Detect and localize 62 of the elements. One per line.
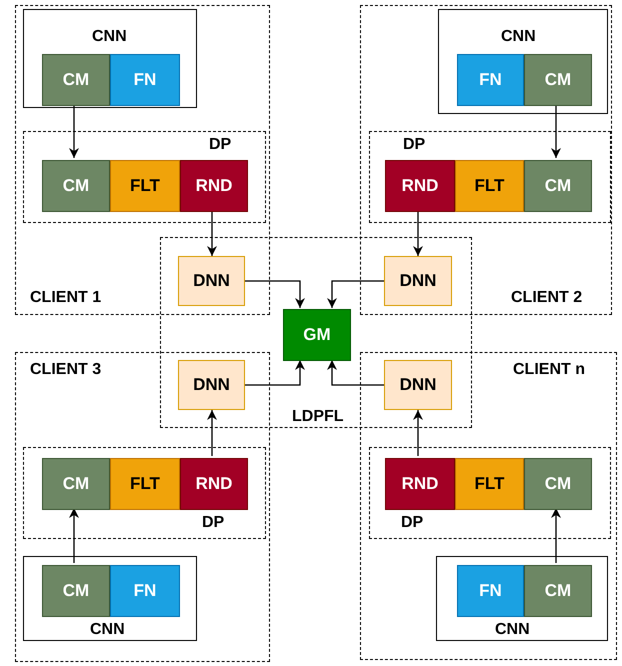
arrow [245, 360, 305, 386]
cnn-group-box [436, 556, 608, 641]
fn-block: FN [457, 565, 524, 617]
group-label: DP [209, 136, 232, 154]
group-label: CNN [92, 28, 127, 46]
arrow [69, 104, 79, 158]
group-label: CNN [501, 28, 536, 46]
rnd-block: RND [180, 458, 248, 510]
dp-group-box [23, 447, 266, 539]
rnd-block: RND [385, 458, 455, 510]
group-label: LDPFL [292, 408, 344, 426]
dp-group-box [23, 131, 266, 223]
client-boundary [15, 5, 270, 315]
group-label: CLIENT n [513, 361, 585, 379]
dp-group-box [369, 131, 611, 223]
group-label: CLIENT 1 [30, 289, 102, 307]
cm-block: CM [524, 54, 592, 106]
arrow [551, 508, 561, 563]
cm-block: CM [42, 54, 110, 106]
flt-block: FLT [455, 458, 524, 510]
cm-block: CM [42, 458, 110, 510]
group-label: DP [202, 514, 224, 532]
fn-block: FN [457, 54, 524, 106]
cm-block: CM [42, 160, 110, 212]
arrow [413, 210, 423, 256]
group-label: DP [401, 514, 424, 532]
cm-block: CM [524, 565, 592, 617]
dnn-block: DNN [178, 360, 245, 410]
arrow [207, 410, 217, 456]
global-model-block: GM [283, 309, 351, 361]
flt-block: FLT [110, 458, 180, 510]
rnd-block: RND [180, 160, 248, 212]
cnn-group-box [23, 9, 197, 108]
cm-block: CM [524, 160, 592, 212]
cm-block: CM [42, 565, 110, 617]
fn-block: FN [110, 54, 180, 106]
arrow [327, 360, 384, 386]
client-boundary [15, 352, 270, 662]
group-label: CNN [90, 621, 125, 639]
rnd-block: RND [385, 160, 455, 212]
client-boundary [360, 5, 612, 315]
flt-block: FLT [455, 160, 524, 212]
cm-block: CM [524, 458, 592, 510]
arrow [551, 104, 561, 158]
group-label: CLIENT 2 [511, 289, 582, 307]
group-label: DP [403, 136, 426, 154]
group-label: CNN [495, 621, 530, 639]
dnn-block: DNN [384, 256, 452, 306]
arrow [207, 210, 217, 256]
fn-block: FN [110, 565, 180, 617]
group-label: CLIENT 3 [30, 361, 102, 379]
dnn-block: DNN [178, 256, 245, 306]
cnn-group-box [438, 9, 608, 114]
flt-block: FLT [110, 160, 180, 212]
arrow [69, 508, 79, 563]
dp-group-box [369, 447, 611, 539]
cnn-group-box [23, 556, 197, 641]
arrow [413, 410, 423, 456]
dnn-block: DNN [384, 360, 452, 410]
arrow [327, 280, 384, 308]
client-boundary [360, 352, 617, 660]
arrow [245, 280, 305, 308]
